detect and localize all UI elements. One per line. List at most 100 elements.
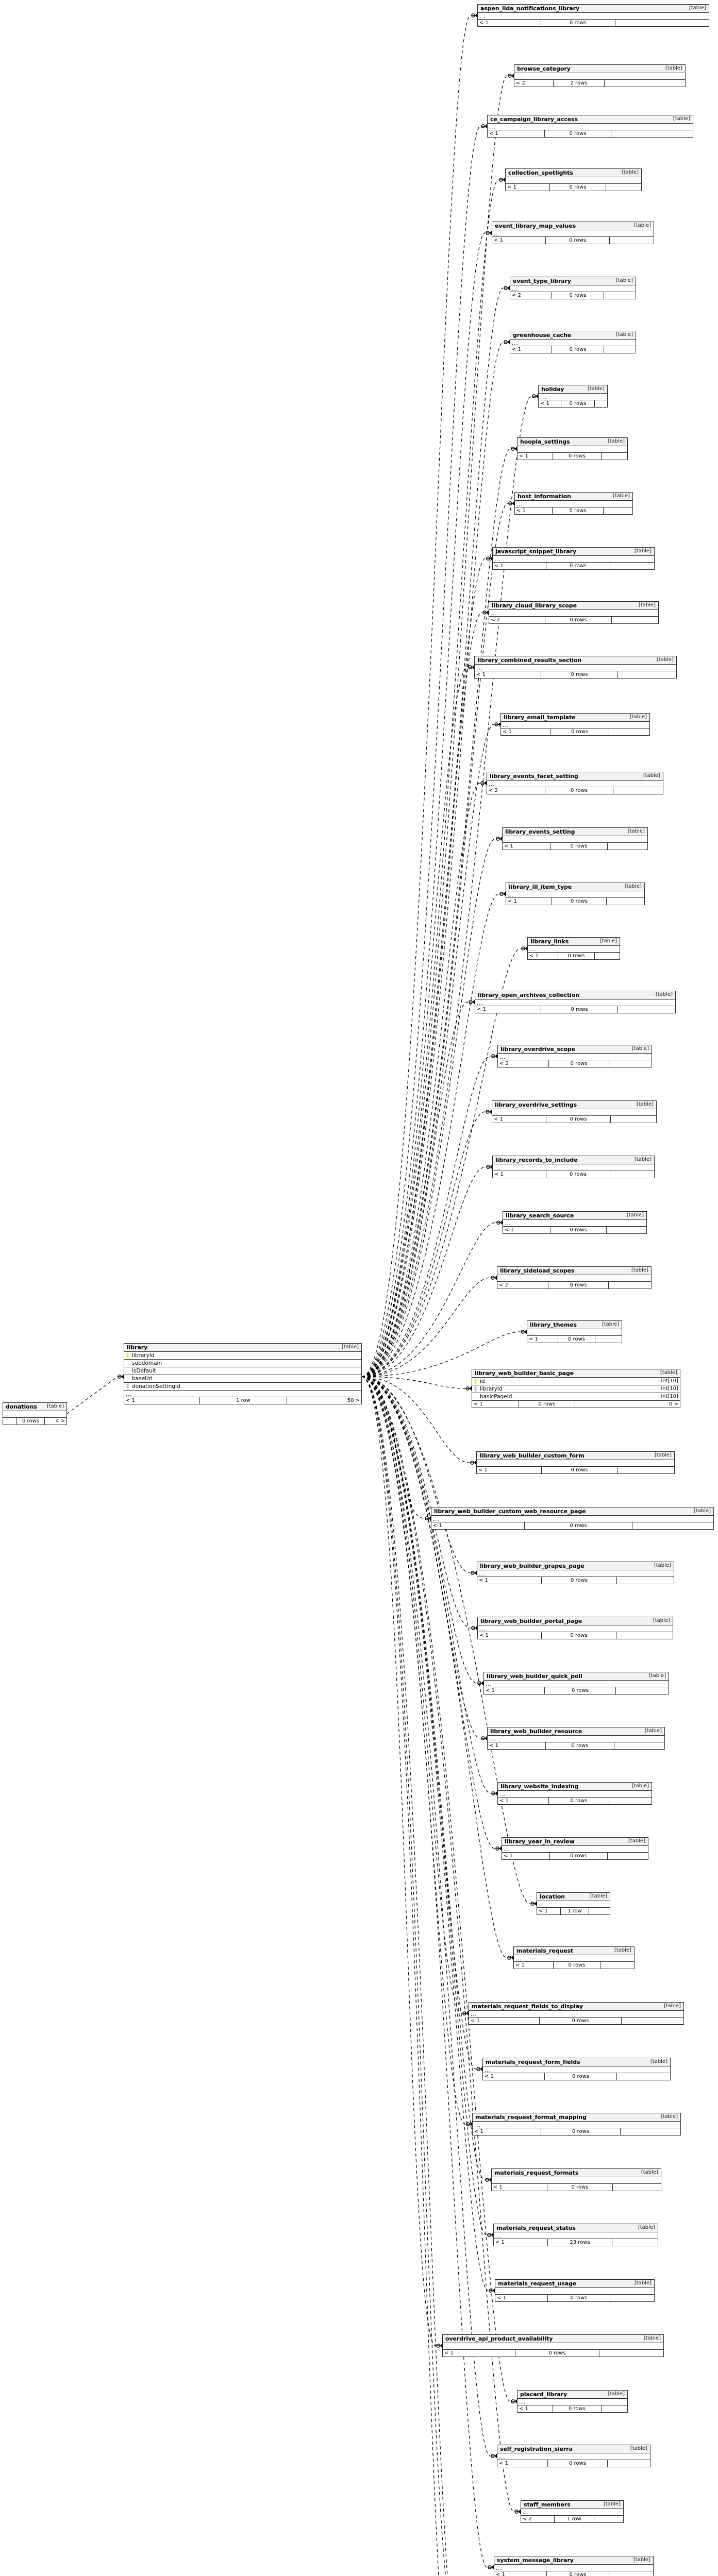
footer-children-count[interactable]: 50 > <box>347 1397 360 1403</box>
footer-children-count[interactable] <box>618 671 676 678</box>
footer-children-count[interactable] <box>604 292 636 299</box>
table-materials_request_form_fields[interactable]: materials_request_form_fields[table]...<… <box>482 2058 671 2080</box>
footer-parents-count[interactable]: < 1 <box>476 671 486 677</box>
footer-parents-count[interactable]: < 1 <box>516 507 526 514</box>
footer-children-count[interactable] <box>612 617 658 623</box>
footer-parents-count[interactable]: < 2 <box>499 1060 509 1066</box>
table-library_web_builder_resource[interactable]: library_web_builder_resource[table]...< … <box>487 1727 665 1750</box>
column-row[interactable]: isDefault <box>124 1367 361 1375</box>
table-library_web_builder_quick_poll[interactable]: library_web_builder_quick_poll[table]...… <box>483 1672 669 1694</box>
footer-parents-count[interactable]: < 1 <box>485 2073 494 2079</box>
footer-parents-count[interactable]: < 1 <box>529 1336 538 1342</box>
footer-children-count[interactable] <box>609 728 649 735</box>
table-aspen_lida_notifications_library[interactable]: aspen_lida_notifications_library[table].… <box>477 4 709 27</box>
footer-children-count[interactable] <box>616 1687 669 1694</box>
footer-parents-count[interactable]: < 1 <box>505 1227 514 1233</box>
footer-parents-count[interactable]: < 1 <box>494 237 503 243</box>
footer-children-count[interactable] <box>610 563 654 569</box>
footer-children-count[interactable]: 4 > <box>56 1418 65 1424</box>
footer-parents-count[interactable]: < 1 <box>479 20 489 26</box>
footer-parents-count[interactable]: < 1 <box>504 1853 513 1859</box>
footer-children-count[interactable] <box>609 1060 652 1067</box>
footer-children-count[interactable] <box>594 2516 623 2522</box>
footer-parents-count[interactable]: < 1 <box>540 400 549 406</box>
footer-parents-count[interactable]: < 1 <box>474 1401 483 1407</box>
footer-children-count[interactable] <box>611 1116 656 1123</box>
footer-children-count[interactable] <box>614 1742 664 1749</box>
footer-children-count[interactable] <box>604 346 636 353</box>
column-row[interactable]: subdomain <box>124 1360 361 1367</box>
table-library_web_builder_grapes_page[interactable]: library_web_builder_grapes_page[table]..… <box>477 1562 674 1584</box>
footer-parents-count[interactable]: < 1 <box>507 184 516 190</box>
footer-parents-count[interactable]: < 1 <box>503 728 512 735</box>
column-row[interactable]: donationSettingId <box>124 1383 361 1391</box>
footer-children-count[interactable] <box>611 130 693 137</box>
table-library_web_builder_custom_form[interactable]: library_web_builder_custom_form[table]..… <box>476 1451 675 1474</box>
footer-children-count[interactable] <box>610 1171 654 1178</box>
table-materials_request_fields_to_display[interactable]: materials_request_fields_to_display[tabl… <box>469 2002 684 2025</box>
table-library_events_facet_setting[interactable]: library_events_facet_setting[table]...< … <box>487 772 663 794</box>
footer-children-count[interactable] <box>609 1282 651 1289</box>
footer-parents-count[interactable]: < 1 <box>497 2295 506 2301</box>
footer-parents-count[interactable]: < 1 <box>519 453 528 459</box>
footer-parents-count[interactable]: < 1 <box>494 563 504 569</box>
footer-parents-count[interactable]: < 1 <box>126 1397 135 1403</box>
footer-parents-count[interactable]: < 2 <box>491 617 500 623</box>
footer-children-count[interactable] <box>615 20 709 26</box>
footer-children-count[interactable] <box>600 1962 634 1969</box>
footer-parents-count[interactable]: < 1 <box>499 1798 509 1804</box>
footer-children-count[interactable] <box>606 184 641 191</box>
footer-children-count[interactable] <box>604 507 632 514</box>
footer-children-count[interactable] <box>599 2350 663 2357</box>
footer-children-count[interactable] <box>595 1336 622 1343</box>
footer-parents-count[interactable]: < 1 <box>478 1467 488 1473</box>
footer-children-count[interactable] <box>608 843 647 850</box>
footer-parents-count[interactable]: < 1 <box>474 2128 483 2134</box>
footer-parents-count[interactable]: < 2 <box>523 2516 532 2522</box>
table-library_web_builder_custom_web_resource_page[interactable]: library_web_builder_custom_web_resource_… <box>431 1507 714 1530</box>
footer-parents-count[interactable]: < 1 <box>496 2571 505 2576</box>
footer-children-count[interactable] <box>622 2018 683 2024</box>
footer-parents-count[interactable]: < 2 <box>499 1282 508 1288</box>
footer-children-count[interactable] <box>608 1853 648 1859</box>
column-row[interactable]: baseUrl <box>124 1375 361 1383</box>
table-library_web_builder_portal_page[interactable]: library_web_builder_portal_page[table]..… <box>477 1617 673 1639</box>
footer-parents-count[interactable]: < 1 <box>494 1116 503 1122</box>
footer-parents-count[interactable] <box>3 1418 16 1425</box>
footer-parents-count[interactable]: < 1 <box>489 1742 498 1749</box>
table-overdrive_api_product_availability[interactable]: overdrive_api_product_availability[table… <box>442 2334 664 2357</box>
footer-children-count[interactable] <box>621 2128 680 2135</box>
footer-children-count[interactable] <box>613 2184 661 2191</box>
table-materials_request_format_mapping[interactable]: materials_request_format_mapping[table].… <box>472 2113 681 2136</box>
footer-parents-count[interactable]: < 1 <box>512 346 521 352</box>
footer-parents-count[interactable]: < 1 <box>529 953 539 959</box>
footer-parents-count[interactable]: < 1 <box>539 1908 548 1914</box>
footer-parents-count[interactable]: < 1 <box>477 1006 486 1012</box>
footer-parents-count[interactable]: < 1 <box>504 843 513 849</box>
footer-children-count[interactable] <box>608 2460 650 2467</box>
footer-children-count[interactable] <box>609 2571 653 2576</box>
